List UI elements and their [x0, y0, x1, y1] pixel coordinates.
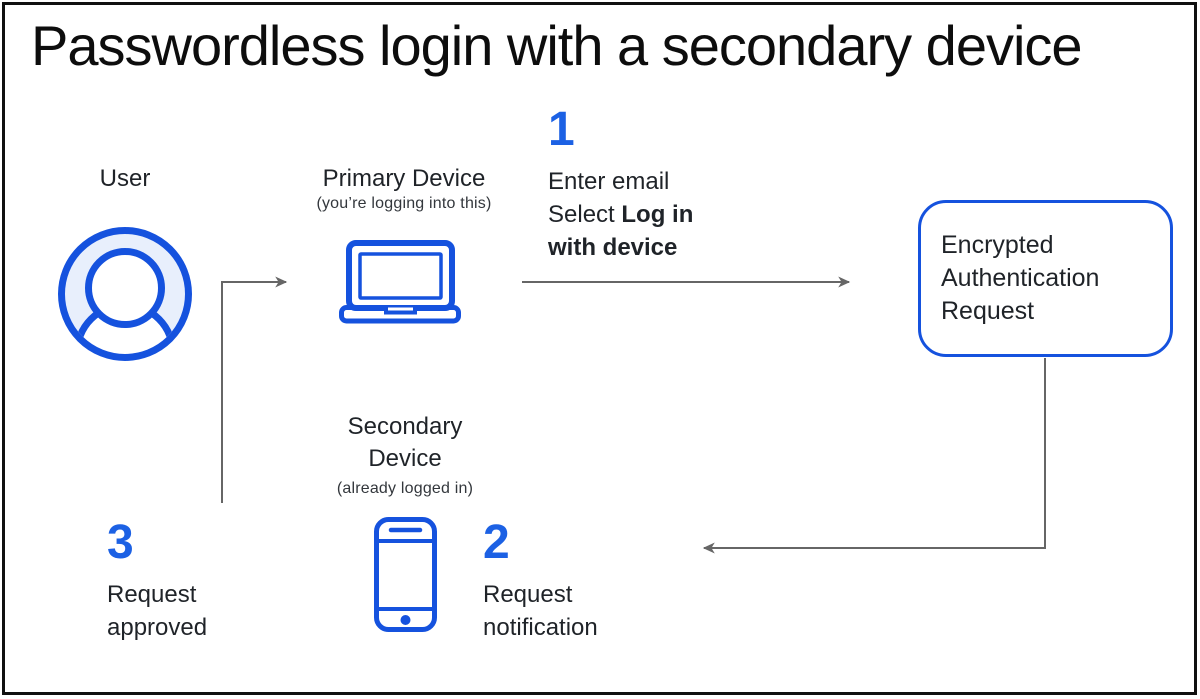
smartphone-icon [374, 517, 437, 632]
secondary-device-note: (already logged in) [336, 480, 474, 497]
encrypted-auth-request-box: Encrypted Authentication Request [918, 200, 1173, 357]
user-label: User [99, 165, 151, 192]
primary-device-note: (you’re logging into this) [316, 195, 492, 212]
step-1-line-2: Select Log in [548, 201, 694, 228]
step-3-line-1: Request [107, 581, 197, 608]
laptop-icon [339, 240, 461, 324]
step-2-number: 2 [483, 516, 510, 569]
step-2-line-2: notification [483, 614, 598, 641]
step-3-number: 3 [107, 516, 134, 569]
user-avatar-icon [58, 227, 192, 361]
step-3-text: Request approved [107, 578, 297, 644]
step-1-line-3: with device [548, 234, 678, 261]
step-1-text: Enter email Select Log in with device [548, 165, 738, 264]
encrypted-auth-request-label: Encrypted Authentication Request [941, 231, 1100, 325]
step-2-line-1: Request [483, 581, 573, 608]
secondary-device-label: Secondary Device [347, 413, 463, 472]
step-2-text: Request notification [483, 578, 673, 644]
step-1-line-1: Enter email [548, 168, 670, 195]
arrow-approved-to-primary [221, 276, 288, 503]
arrow-request-to-secondary [702, 358, 1046, 554]
primary-device-label-group: Primary Device (you’re logging into this… [293, 164, 515, 214]
page-title: Passwordless login with a secondary devi… [31, 14, 1083, 77]
step-2: 2 Request notification [483, 518, 673, 644]
step-3-line-2: approved [107, 614, 208, 641]
primary-device-label: Primary Device [322, 165, 486, 192]
step-1-number: 1 [548, 103, 575, 156]
step-3: 3 Request approved [107, 518, 297, 644]
step-1: 1 Enter email Select Log in with device [548, 105, 738, 264]
